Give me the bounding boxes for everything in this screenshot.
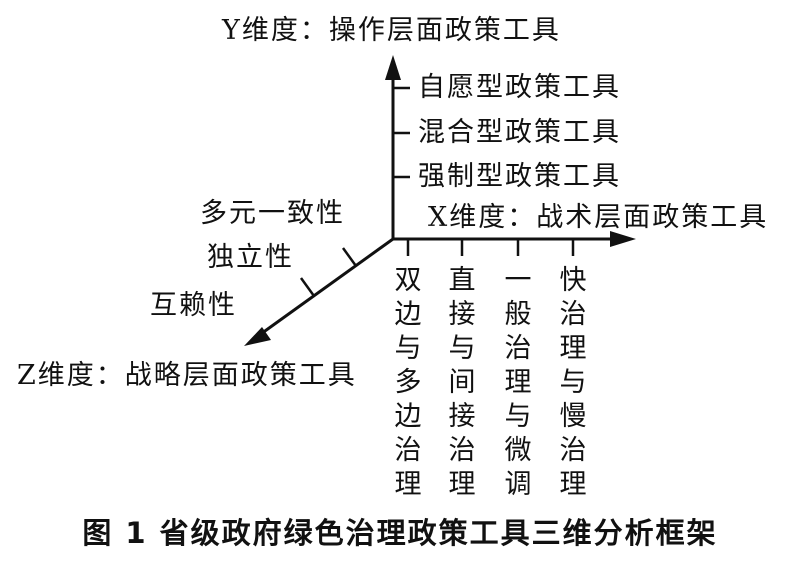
z-axis-arrowhead [244, 327, 271, 346]
x-tick-char: 调 [504, 469, 532, 500]
x-tick-char: 般 [504, 299, 532, 330]
y-tick-label-2: 混合型政策工具 [418, 117, 621, 148]
x-tick-char: 治 [394, 435, 422, 466]
x-tick-char: 治 [504, 333, 532, 364]
x-tick-char: 与 [448, 333, 476, 364]
x-tick-char: 理 [394, 469, 422, 500]
y-axis-arrowhead [385, 55, 401, 80]
z-tick-2 [299, 277, 316, 297]
x-tick-char: 治 [559, 299, 587, 330]
figure-caption: 图 1 省级政府绿色治理政策工具三维分析框架 [82, 516, 718, 550]
x-tick-char: 边 [394, 299, 422, 330]
x-tick-char: 双 [394, 265, 422, 296]
x-tick-char: 直 [448, 265, 476, 296]
x-axis-title: X维度：战术层面政策工具 [428, 202, 769, 233]
x-tick-char: 间 [448, 367, 476, 398]
x-tick-label-1: 双边与多边治理 [393, 264, 423, 502]
x-tick-label-3: 一般治理与微调 [503, 264, 533, 502]
x-tick-label-4: 快治理与慢治理 [558, 264, 588, 502]
x-tick-char: 一 [504, 265, 532, 296]
x-tick-char: 治 [448, 435, 476, 466]
x-tick-char: 慢 [559, 401, 587, 432]
z-tick-label-1: 多元一致性 [200, 198, 345, 229]
x-tick-label-2: 直接与间接治理 [447, 264, 477, 502]
z-tick-label-2: 独立性 [207, 242, 294, 273]
x-tick-char: 理 [559, 333, 587, 364]
x-tick-char: 与 [394, 333, 422, 364]
z-tick-1 [341, 247, 358, 267]
x-tick-char: 接 [448, 299, 476, 330]
x-tick-char: 与 [504, 401, 532, 432]
x-tick-char: 理 [448, 469, 476, 500]
x-tick-char: 治 [559, 435, 587, 466]
z-axis-line [257, 237, 394, 338]
x-tick-char: 快 [559, 265, 587, 296]
y-tick-label-1: 自愿型政策工具 [418, 72, 621, 103]
x-tick-char: 理 [504, 367, 532, 398]
x-tick-char: 边 [394, 401, 422, 432]
x-tick-char: 理 [559, 469, 587, 500]
x-tick-char: 与 [559, 367, 587, 398]
x-axis-arrowhead [610, 231, 636, 247]
z-tick-label-3: 互赖性 [150, 290, 237, 321]
y-axis-title: Y维度：操作层面政策工具 [222, 15, 561, 46]
x-tick-char: 微 [504, 435, 532, 466]
z-axis-title: Z维度：战略层面政策工具 [17, 360, 357, 391]
y-tick-label-3: 强制型政策工具 [418, 161, 621, 192]
x-tick-char: 多 [394, 367, 422, 398]
x-tick-char: 接 [448, 401, 476, 432]
